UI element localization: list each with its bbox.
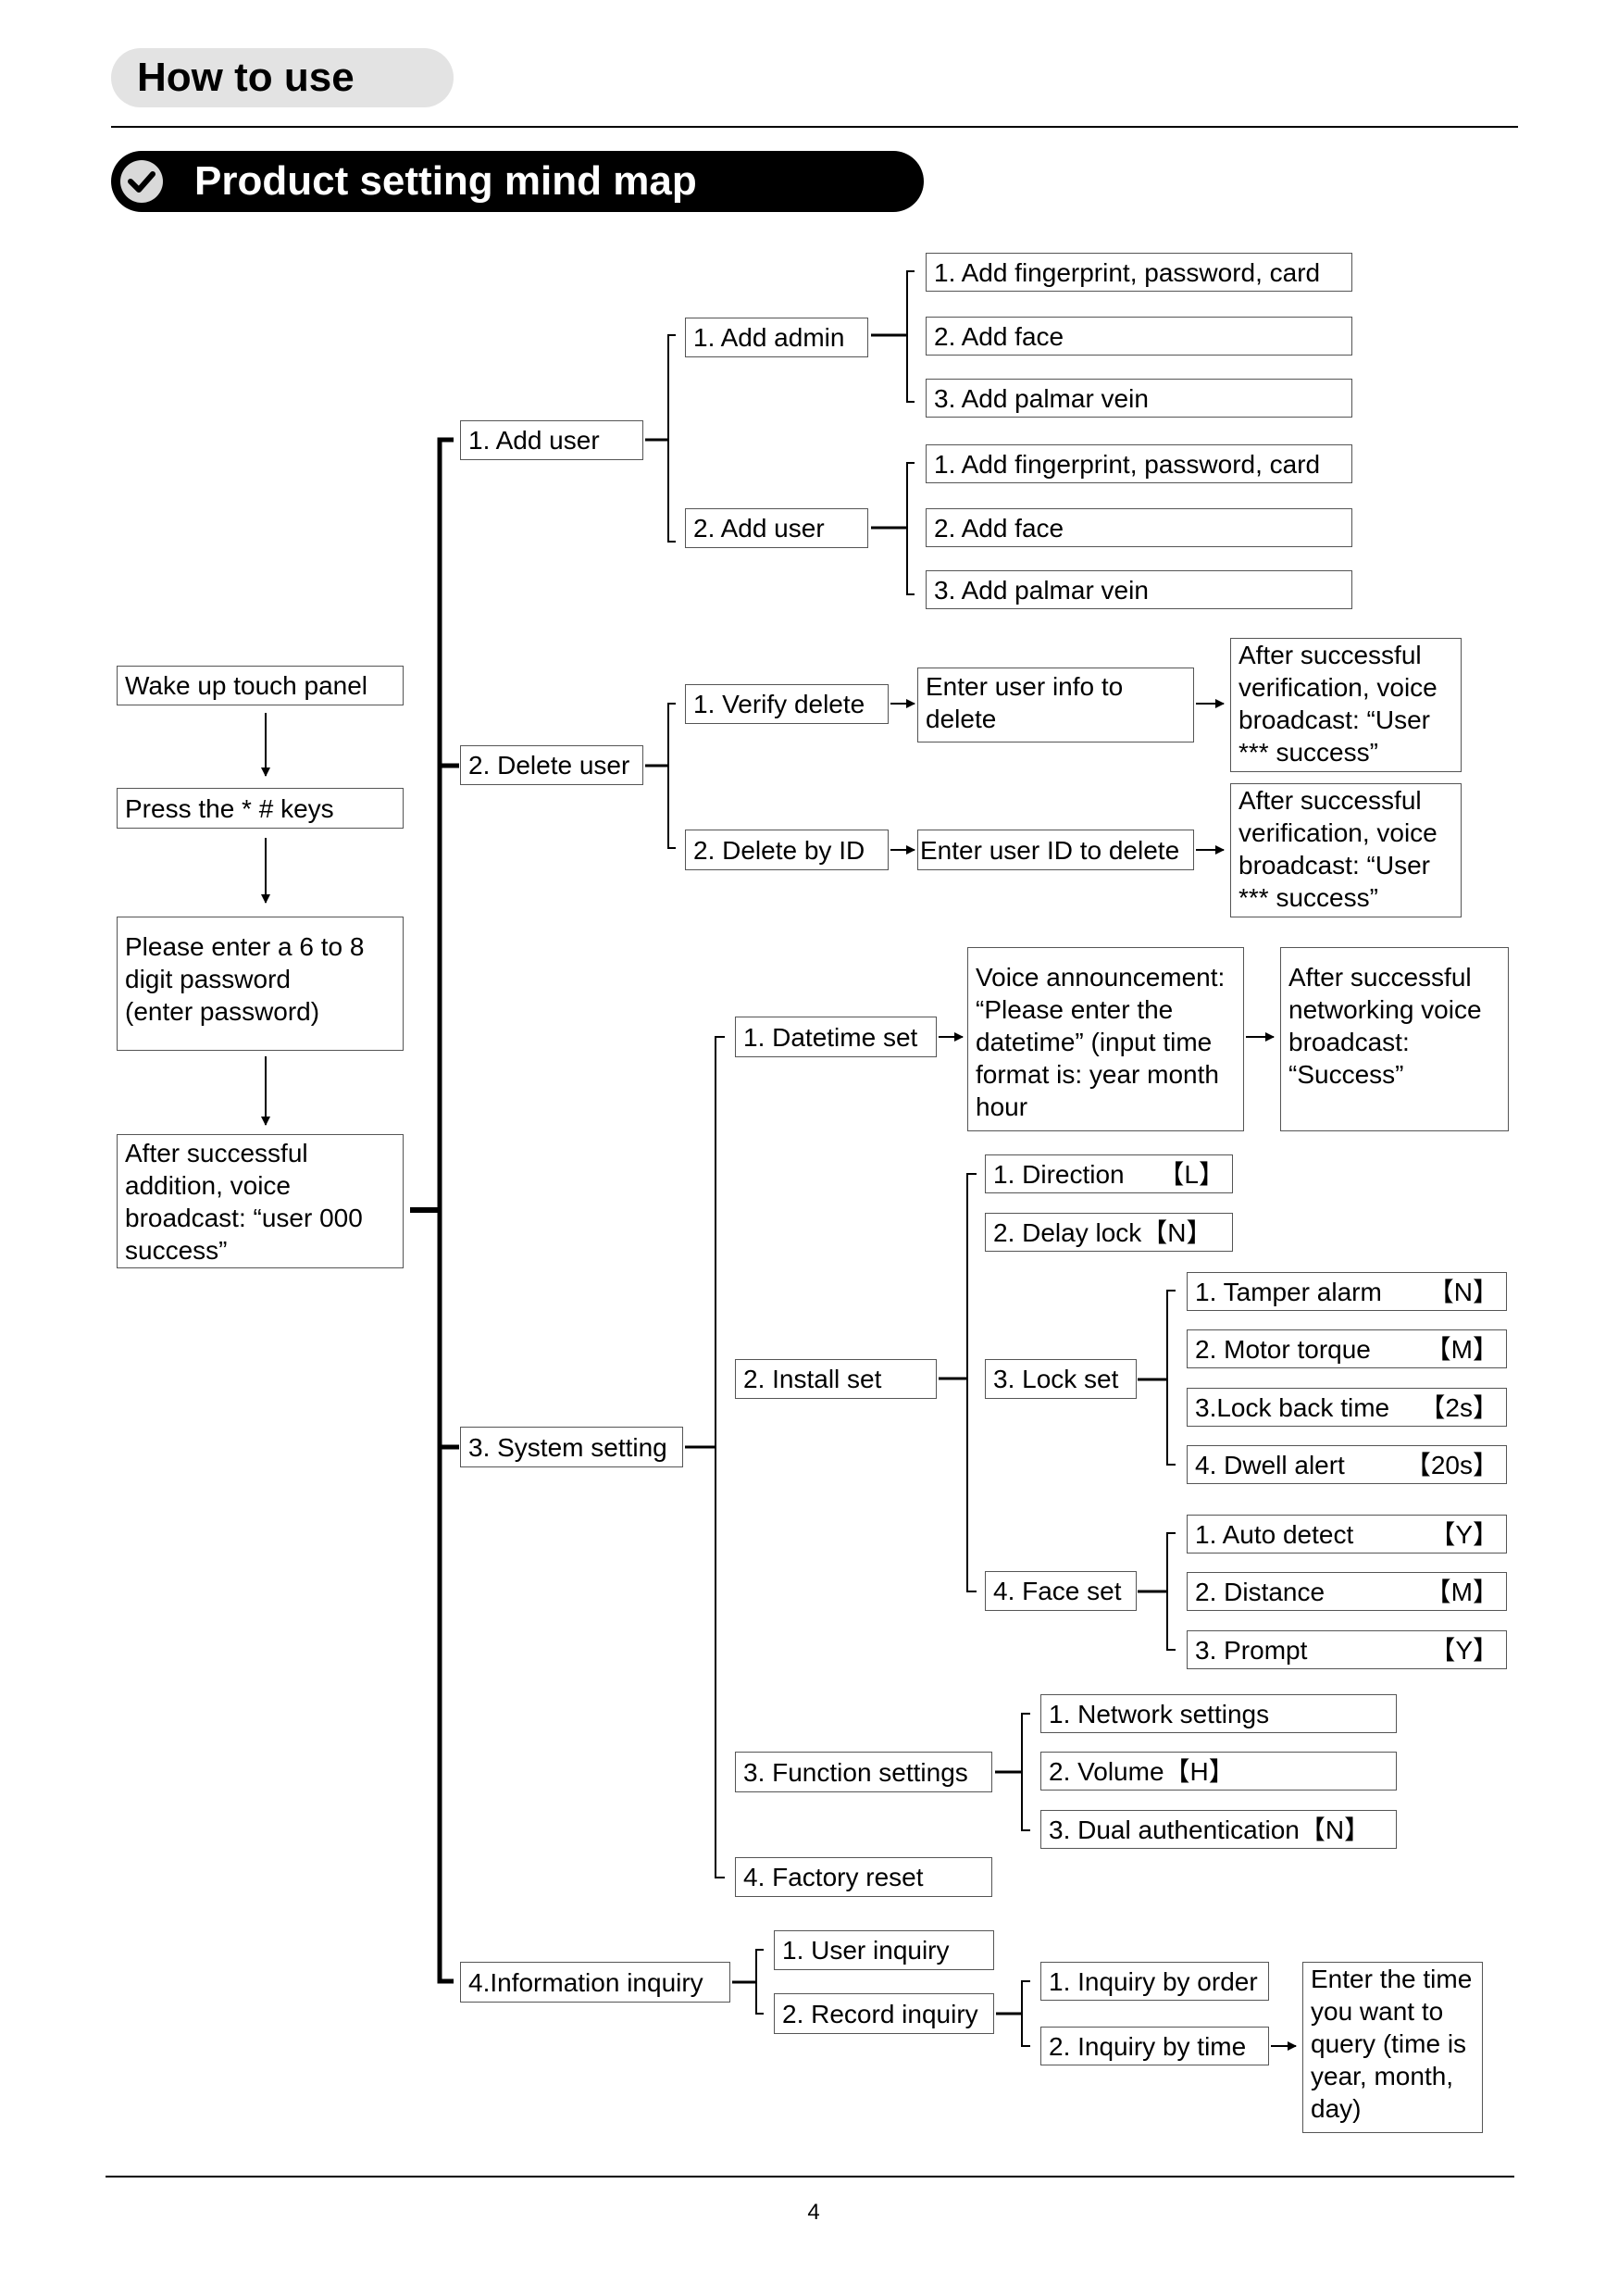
user-add-fingerprint: 1. Add fingerprint, password, card	[926, 444, 1352, 483]
lock-motor-torque: 2. Motor torque 【M】	[1187, 1329, 1507, 1368]
verify-delete-step: Enter user info to delete	[917, 668, 1194, 742]
user-add-face: 2. Add face	[926, 508, 1352, 547]
delete-by-id-result: After successful verification, voice bro…	[1230, 783, 1462, 917]
datetime-result: After successful networking voice broadc…	[1280, 947, 1509, 1131]
install-direction: 1. Direction 【L】	[985, 1154, 1233, 1193]
face-auto-detect: 1. Auto detect 【Y】	[1187, 1515, 1507, 1554]
prompt-label: 3. Prompt	[1195, 1635, 1308, 1665]
distance-value: 【M】	[1425, 1577, 1499, 1606]
node-delete-by-id: 2. Delete by ID	[685, 830, 889, 870]
user-add-palmar-vein: 3. Add palmar vein	[926, 570, 1352, 609]
admin-add-palmar-vein: 3. Add palmar vein	[926, 379, 1352, 418]
inquiry-time-step: Enter the time you want to query (time i…	[1302, 1962, 1483, 2133]
node-lock-set: 3. Lock set	[985, 1359, 1137, 1399]
tamper-alarm-value: 【N】	[1427, 1277, 1499, 1306]
lock-dwell-alert: 4. Dwell alert 【20s】	[1187, 1445, 1507, 1484]
face-distance: 2. Distance 【M】	[1187, 1572, 1507, 1611]
node-add-user-sub: 2. Add user	[685, 508, 868, 548]
face-prompt: 3. Prompt 【Y】	[1187, 1630, 1507, 1669]
direction-value: 【L】	[1158, 1159, 1225, 1189]
prompt-value: 【Y】	[1429, 1635, 1499, 1665]
node-datetime-set: 1. Datetime set	[735, 1017, 937, 1057]
node-add-admin: 1. Add admin	[685, 318, 868, 357]
flow-after-addition: After successful addition, voice broadca…	[117, 1134, 404, 1268]
node-information-inquiry: 4.Information inquiry	[460, 1962, 730, 2003]
inquiry-by-order: 1. Inquiry by order	[1040, 1962, 1269, 2001]
dwell-alert-label: 4. Dwell alert	[1195, 1450, 1345, 1479]
node-install-set: 2. Install set	[735, 1359, 937, 1399]
auto-detect-value: 【Y】	[1429, 1519, 1499, 1549]
node-system-setting: 3. System setting	[460, 1427, 683, 1467]
flow-press-keys: Press the * # keys	[117, 788, 404, 829]
section-heading-text: How to use	[137, 55, 355, 100]
install-delay-lock: 2. Delay lock 【N】	[985, 1213, 1233, 1252]
tamper-alarm-label: 1. Tamper alarm	[1195, 1277, 1382, 1306]
admin-add-face: 2. Add face	[926, 317, 1352, 356]
node-factory-reset: 4. Factory reset	[735, 1857, 992, 1897]
lock-back-time-value: 【2s】	[1419, 1392, 1499, 1422]
function-volume: 2. Volume【H】	[1040, 1752, 1397, 1791]
motor-torque-label: 2. Motor torque	[1195, 1334, 1371, 1364]
page-number: 4	[807, 2200, 820, 2225]
inquiry-by-time: 2. Inquiry by time	[1040, 2027, 1269, 2065]
node-delete-user: 2. Delete user	[460, 745, 643, 785]
node-user-inquiry: 1. User inquiry	[774, 1930, 994, 1970]
auto-detect-label: 1. Auto detect	[1195, 1519, 1354, 1549]
lock-back-time: 3.Lock back time 【2s】	[1187, 1388, 1507, 1427]
delete-by-id-step: Enter user ID to delete	[917, 830, 1194, 870]
flow-wake-up: Wake up touch panel	[117, 666, 404, 705]
footer-divider	[106, 2176, 1514, 2177]
node-function-settings: 3. Function settings	[735, 1752, 992, 1792]
dwell-alert-value: 【20s】	[1404, 1450, 1499, 1479]
header-divider	[111, 126, 1518, 128]
function-network-settings: 1. Network settings	[1040, 1694, 1397, 1733]
lock-back-time-label: 3.Lock back time	[1195, 1392, 1390, 1422]
motor-torque-value: 【M】	[1425, 1334, 1499, 1364]
direction-label: 1. Direction	[993, 1159, 1125, 1189]
title-banner: Product setting mind map	[111, 151, 924, 212]
section-heading: How to use	[111, 48, 454, 107]
node-face-set: 4. Face set	[985, 1571, 1137, 1611]
check-circle-icon	[120, 160, 163, 203]
lock-tamper-alarm: 1. Tamper alarm 【N】	[1187, 1272, 1507, 1311]
page-title: Product setting mind map	[194, 158, 697, 204]
admin-add-fingerprint: 1. Add fingerprint, password, card	[926, 253, 1352, 292]
node-verify-delete: 1. Verify delete	[685, 684, 889, 724]
function-dual-authentication: 3. Dual authentication【N】	[1040, 1810, 1397, 1849]
datetime-step: Voice announcement: “Please enter the da…	[967, 947, 1244, 1131]
delay-lock-value: 【N】	[1141, 1217, 1213, 1247]
distance-label: 2. Distance	[1195, 1577, 1326, 1606]
delay-lock-label: 2. Delay lock	[993, 1217, 1142, 1247]
verify-delete-result: After successful verification, voice bro…	[1230, 638, 1462, 772]
node-record-inquiry: 2. Record inquiry	[774, 1993, 994, 2034]
flow-enter-password: Please enter a 6 to 8 digit password (en…	[117, 917, 404, 1051]
node-add-user: 1. Add user	[460, 420, 643, 460]
